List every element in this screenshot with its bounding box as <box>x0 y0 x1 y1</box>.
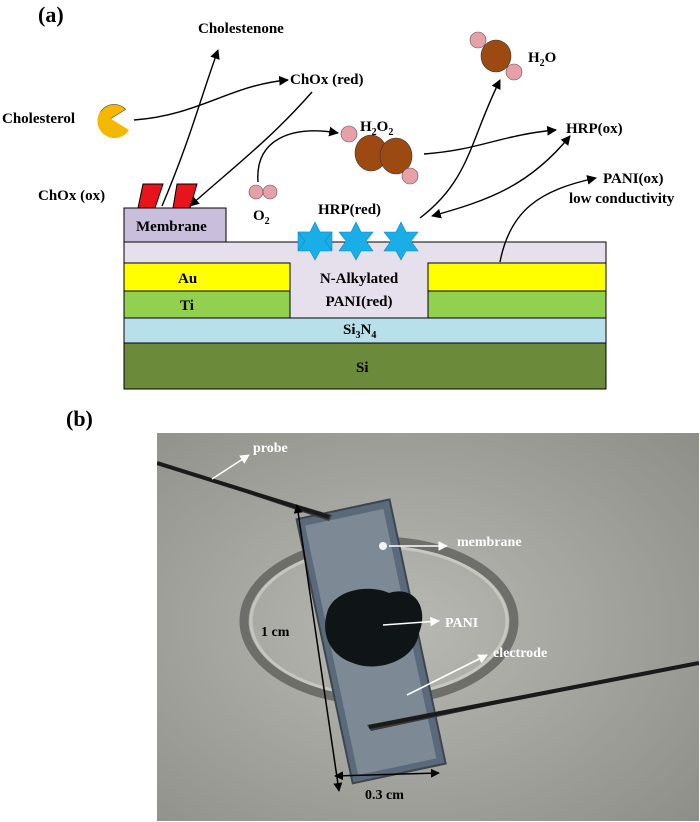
arrow-membrane-to-cholestenone <box>161 49 220 207</box>
probe-pointer-arrow <box>211 454 250 480</box>
h2o2-o-right <box>379 137 413 175</box>
hrp-red-stars <box>297 221 419 261</box>
au-label: Au <box>178 271 197 287</box>
hrp-red-label: HRP(red) <box>318 202 381 218</box>
length-label: 1 cm <box>261 625 290 640</box>
pani-spot <box>325 588 423 667</box>
electrode-label: electrode <box>493 646 547 661</box>
cholesterol-label: Cholesterol <box>2 111 75 127</box>
star-icon <box>297 221 333 261</box>
au-layer-right <box>427 262 607 292</box>
star-icon <box>383 221 419 261</box>
cholestenone-label: Cholestenone <box>198 21 284 37</box>
panel-b-label: (b) <box>66 406 93 431</box>
ti-layer-right <box>427 290 607 319</box>
membrane-glint <box>379 542 387 550</box>
h2o2-label: H2O2 <box>360 119 393 138</box>
panel-b-photo: probe membrane PANI electrode 1 cm 0.3 c… <box>157 433 699 821</box>
si3n4-label: Si3N4 <box>343 322 376 341</box>
pani-ox-label: PANI(ox) <box>603 171 664 187</box>
si-label: Si <box>356 360 369 376</box>
o2-atom-1 <box>248 184 264 200</box>
chox-ox-shape-1 <box>137 183 164 209</box>
au-layer-left <box>123 262 291 292</box>
width-dimension-arrow <box>334 768 440 781</box>
ti-layer-left <box>123 290 291 319</box>
n-alkylated-label: N-Alkylated <box>320 271 399 287</box>
star-icon <box>338 221 374 261</box>
h2o-o <box>480 39 512 73</box>
pani-photo-label: PANI <box>445 616 478 631</box>
si-layer <box>123 342 607 390</box>
ti-label: Ti <box>180 298 194 314</box>
membrane-label: Membrane <box>136 219 207 235</box>
o2-atom-2 <box>262 184 278 200</box>
h2o-h-top <box>469 31 487 49</box>
chox-ox-label: ChOx (ox) <box>38 188 105 204</box>
chox-red-label: ChOx (red) <box>290 72 363 88</box>
o2-label: O2 <box>253 208 270 227</box>
arrow-cholesterol-to-chox-red <box>133 75 289 121</box>
low-conductivity-label: low conductivity <box>569 191 675 207</box>
probe-label: probe <box>253 441 288 456</box>
chox-ox-shape-2 <box>172 183 198 209</box>
hrp-ox-label: HRP(ox) <box>566 121 623 137</box>
h2o2-h-left <box>340 125 358 143</box>
length-dimension-arrow <box>293 504 343 792</box>
width-label: 0.3 cm <box>365 788 404 803</box>
panel-a-diagram: Cholestenone ChOx (red) Cholesterol H2O2… <box>2 21 675 390</box>
arrow-h2o2-to-hrp-ox <box>423 125 557 155</box>
h2o-h-bottom <box>505 63 523 81</box>
h2o2-h-right <box>401 167 419 185</box>
arrow-pani-ox-to-hrp-red <box>431 135 571 219</box>
pani-pointer-arrow <box>382 616 440 627</box>
panel-a-label: (a) <box>38 2 64 27</box>
electrode-pointer-arrow <box>406 654 488 696</box>
pani-red-label: PANI(red) <box>326 294 393 310</box>
h2o-label: H2O <box>528 50 556 69</box>
pani-layer <box>123 241 607 319</box>
arrow-o2-to-h2o2 <box>257 126 339 183</box>
arrow-chox-red-to-chox-ox <box>189 91 313 207</box>
arrow-au-to-pani-ox <box>499 175 597 263</box>
membrane-photo-label: membrane <box>457 535 522 550</box>
